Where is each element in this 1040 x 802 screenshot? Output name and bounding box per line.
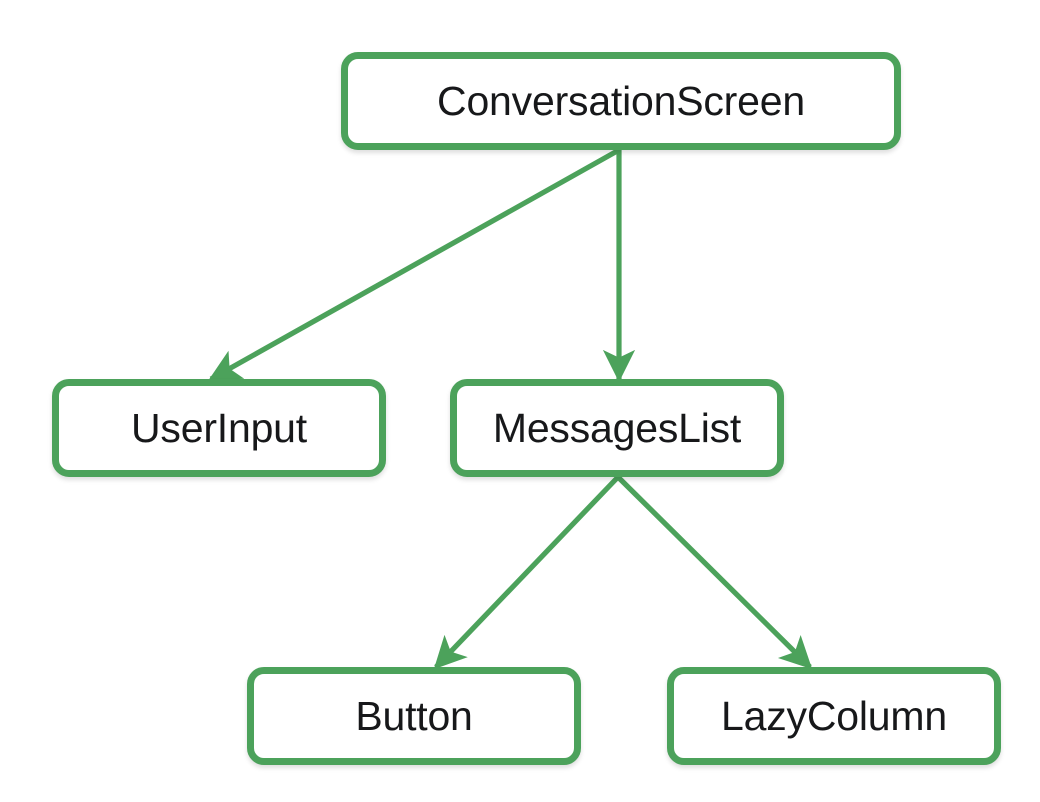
node-label: ConversationScreen (437, 77, 805, 124)
node-label: LazyColumn (721, 692, 947, 739)
node-label: UserInput (131, 404, 307, 451)
node-messageslist[interactable]: MessagesList (450, 379, 784, 477)
edge-messageslist-button (433, 475, 620, 670)
node-userinput[interactable]: UserInput (52, 379, 386, 477)
edge-conversationscreen-userinput (208, 147, 621, 382)
node-lazycolumn[interactable]: LazyColumn (667, 667, 1001, 765)
node-label: Button (355, 692, 473, 739)
node-conversationscreen[interactable]: ConversationScreen (341, 52, 901, 150)
node-label: MessagesList (492, 404, 742, 451)
edge-messageslist-lazycolumn (616, 475, 813, 670)
node-button[interactable]: Button (247, 667, 581, 765)
